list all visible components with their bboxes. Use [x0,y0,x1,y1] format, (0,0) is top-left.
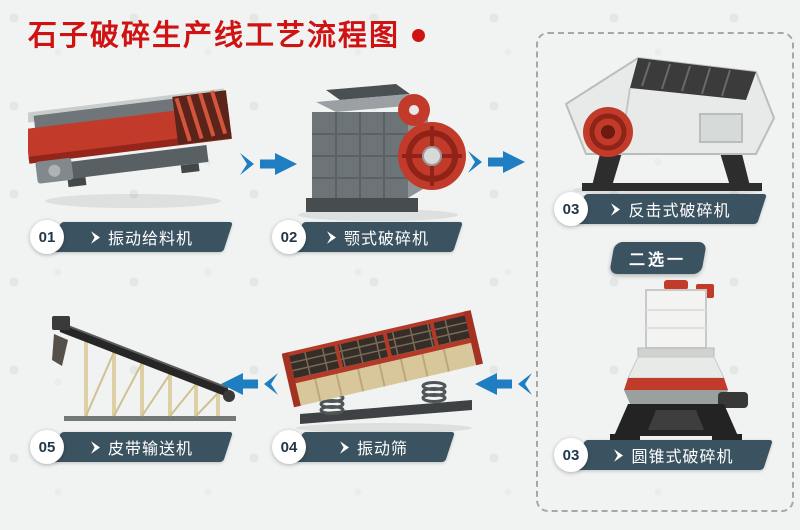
step-name-ribbon: 颚式破碎机 [293,222,463,252]
belt-conveyor-illustration [52,296,247,431]
chevron-right-icon [339,440,349,454]
step-name-label: 圆锥式破碎机 [631,449,734,466]
step-name-ribbon: 反击式破碎机 [575,194,767,224]
step-name-ribbon: 振动筛 [293,432,455,462]
step-name-label: 颚式破碎机 [343,231,429,248]
step-number-badge: 05 [30,430,64,464]
step-label-jaw: 02 颚式破碎机 [272,220,463,254]
step-number-badge: 03 [554,438,588,472]
flow-arrow-crusher-to-screen [474,369,532,399]
chevron-right-icon [611,202,621,216]
step-label-screen: 04 振动筛 [272,430,455,464]
chevron-right-icon [614,448,624,462]
jaw-crusher-illustration [286,78,471,223]
impact-crusher-illustration [550,42,785,197]
step-number-badge: 01 [30,220,64,254]
step-name-label: 振动筛 [356,441,408,458]
flow-arrow-feeder-to-jaw [240,149,298,179]
step-name-ribbon: 皮带输送机 [51,432,233,462]
choice-badge: 二选一 [609,242,707,274]
step-label-impact: 03 反击式破碎机 [554,192,767,226]
chevron-right-icon [326,230,336,244]
title-dot-icon [412,28,426,42]
flow-arrow-screen-to-belt [220,369,278,399]
step-name-label: 反击式破碎机 [628,203,731,220]
vibrating-feeder-illustration [28,86,238,211]
step-name-ribbon: 圆锥式破碎机 [575,440,773,470]
page-title: 石子破碎生产线工艺流程图 [28,20,401,52]
step-number-badge: 02 [272,220,306,254]
step-name-label: 振动给料机 [107,231,193,248]
step-name-label: 皮带输送机 [107,441,193,458]
title-row: 石子破碎生产线工艺流程图 [28,12,426,54]
cone-crusher-illustration [600,278,755,453]
step-number-badge: 03 [554,192,588,226]
step-label-cone: 03 圆锥式破碎机 [554,438,773,472]
chevron-right-icon [90,440,100,454]
step-label-feeder: 01 振动给料机 [30,220,233,254]
step-name-ribbon: 振动给料机 [51,222,233,252]
vibrating-screen-illustration [282,300,487,435]
step-label-belt: 05 皮带输送机 [30,430,233,464]
choice-group-box [536,32,794,512]
chevron-right-icon [90,230,100,244]
flow-arrow-jaw-to-crusher [468,147,526,177]
step-number-badge: 04 [272,430,306,464]
choice-badge-label: 二选一 [629,252,687,269]
